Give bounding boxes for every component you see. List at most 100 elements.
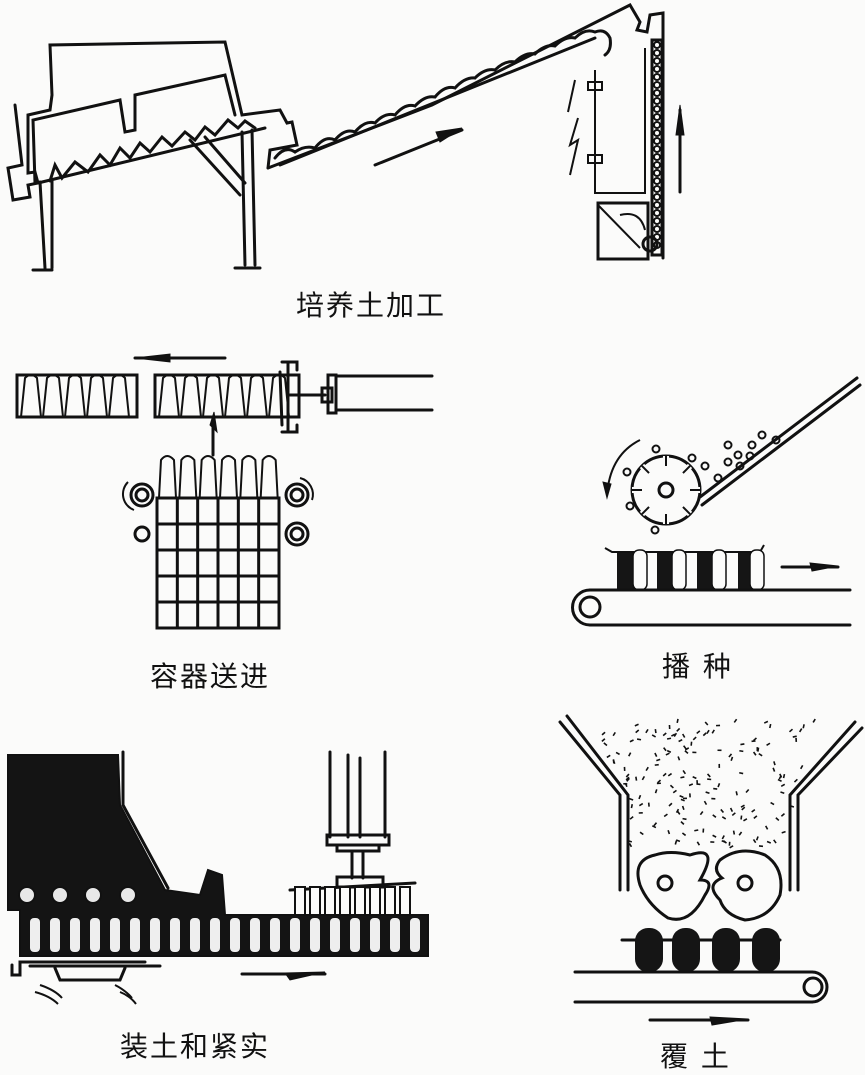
chain-link: [654, 66, 660, 72]
container-cell: [410, 918, 420, 952]
chain-link: [654, 42, 660, 48]
seed-wheel-notches: [632, 456, 700, 524]
cover-hopper-left: [560, 716, 628, 890]
seed: [653, 446, 660, 453]
container-cell: [159, 375, 179, 417]
soil-particle: [663, 773, 666, 776]
soil-particle: [794, 779, 797, 782]
soil-particle: [803, 724, 804, 728]
chain-link: [654, 122, 660, 128]
soil-particle: [652, 826, 656, 828]
chain-link: [654, 98, 660, 104]
soil-particle: [732, 813, 735, 816]
soil-particle: [646, 767, 648, 770]
seed: [749, 442, 756, 449]
soil-particle: [664, 748, 666, 751]
roller-right-bottom: [286, 523, 308, 545]
soil-particle: [774, 761, 775, 765]
covered-container: [672, 928, 700, 972]
seed: [759, 432, 766, 439]
chain-link: [654, 162, 660, 168]
soil-particle: [639, 804, 642, 806]
covered-container: [752, 928, 780, 972]
soil-particle: [667, 738, 671, 739]
chain-link: [654, 82, 660, 88]
grid-container-top: [261, 456, 278, 498]
container-cell: [30, 918, 40, 952]
soil-particle: [636, 730, 639, 733]
soil-particle: [669, 803, 672, 806]
soil-particle: [683, 770, 685, 773]
soil-particle: [741, 816, 742, 820]
container-cell: [270, 918, 280, 952]
soil-particle: [734, 719, 736, 722]
seed: [735, 452, 742, 459]
soil-particle: [776, 818, 779, 821]
caption-soil-processing: 培养土加工: [296, 284, 446, 324]
soil-particle: [754, 738, 757, 741]
chain-link: [654, 74, 660, 80]
seed: [725, 442, 732, 449]
soil-particle: [629, 843, 631, 846]
soil-particle: [664, 814, 667, 816]
container-cell: [203, 375, 223, 417]
tamper-plate: [355, 887, 365, 915]
cover-conveyor-end: [812, 972, 827, 1002]
soil-particle: [697, 731, 700, 734]
covered-container: [712, 928, 740, 972]
container-cell: [190, 918, 200, 952]
soil-particle: [759, 754, 762, 756]
soil-particle: [770, 724, 771, 728]
seeding-conveyor-belt: [590, 590, 850, 625]
chain-link: [654, 218, 660, 224]
soil-particle: [778, 780, 782, 782]
soil-particle: [723, 841, 726, 843]
soil-particle: [635, 724, 639, 726]
vibrator-table: [12, 962, 160, 980]
grid-container-top: [220, 456, 237, 498]
container-cell: [330, 918, 340, 952]
tamper-plate: [385, 887, 395, 915]
soil-particle: [667, 751, 671, 753]
soil-particle: [670, 785, 673, 788]
soil-particle: [739, 773, 743, 774]
soil-particle: [679, 740, 683, 742]
caption-soil-filling: 装土和紧实: [120, 1025, 270, 1065]
filling-direction-arrowhead: [285, 972, 325, 980]
soil-particle: [704, 801, 706, 804]
soil-particle: [813, 719, 815, 722]
pneumatic-cylinder: [336, 376, 432, 410]
transfer-arrowhead: [210, 412, 217, 432]
soil-particle: [736, 791, 737, 795]
soil-particle: [700, 811, 702, 814]
soil-particle: [780, 792, 784, 793]
soil-particle: [767, 743, 770, 745]
soil-particle: [693, 737, 696, 740]
soil-particle: [639, 795, 640, 799]
soil-particle: [790, 806, 794, 807]
seed: [689, 455, 696, 462]
container-strip: [17, 375, 137, 417]
soil-particle: [722, 817, 725, 819]
seed-wheel-hub: [659, 483, 673, 497]
pusher-plate: [280, 362, 297, 432]
chain-link: [654, 186, 660, 192]
chain-link: [654, 154, 660, 160]
cover-roller-right: [713, 851, 781, 920]
roller-left-top: [131, 484, 153, 506]
soil-particle: [752, 810, 755, 812]
soil-particle: [656, 759, 660, 760]
wheel-rotation-arrowhead: [603, 482, 611, 498]
caption-container-feeding: 容器送进: [150, 655, 270, 695]
elevator-cable: [595, 48, 645, 193]
chain-link: [654, 130, 660, 136]
screen-deck: [38, 128, 265, 183]
press-ram: [352, 851, 363, 878]
container-feeding-illustration: [17, 354, 432, 628]
soil-particle: [631, 804, 632, 808]
cover-roller-left-hub: [658, 876, 672, 890]
container-tray: [605, 545, 764, 552]
container-cell: [70, 918, 80, 952]
soil-particle: [681, 799, 685, 800]
soil-particle: [784, 774, 785, 778]
